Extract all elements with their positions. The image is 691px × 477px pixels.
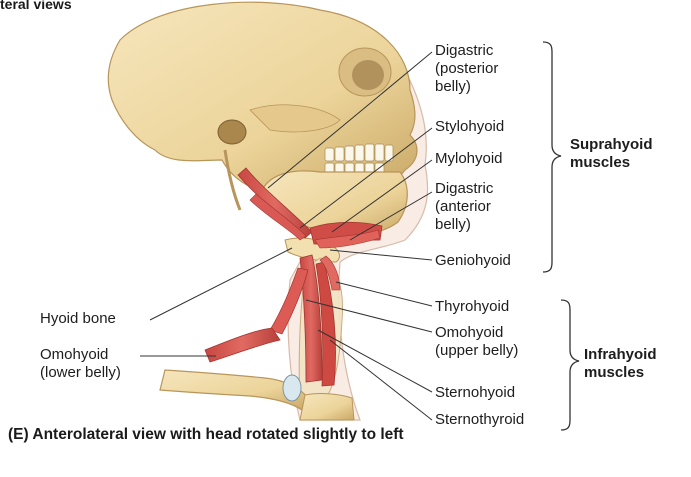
- group-line: muscles: [570, 154, 653, 172]
- label-line: (posterior: [435, 60, 498, 78]
- suprahyoid-bracket: [543, 42, 561, 272]
- group-line: muscles: [584, 364, 657, 382]
- label-omohyoid-upper: Omohyoid (upper belly): [435, 324, 518, 360]
- label-thyrohyoid: Thyrohyoid: [435, 298, 509, 316]
- teeth-shape: [325, 144, 393, 176]
- label-digastric-posterior: Digastric (posterior belly): [435, 42, 498, 96]
- label-digastric-anterior: Digastric (anterior belly): [435, 180, 493, 234]
- label-hyoid-bone: Hyoid bone: [40, 310, 116, 328]
- label-line: belly): [435, 78, 498, 96]
- label-sternothyroid: Sternothyroid: [435, 411, 524, 429]
- group-infrahyoid: Infrahyoid muscles: [584, 346, 657, 382]
- label-line: Omohyoid: [435, 324, 518, 342]
- omohyoid-lower-shape: [205, 328, 280, 362]
- infrahyoid-bracket: [561, 300, 579, 430]
- label-sternohyoid: Sternohyoid: [435, 384, 515, 402]
- label-stylohyoid: Stylohyoid: [435, 118, 504, 136]
- skull-shape: [108, 2, 417, 191]
- label-line: (lower belly): [40, 364, 121, 382]
- label-line: (anterior: [435, 198, 493, 216]
- label-line: Omohyoid: [40, 346, 121, 364]
- label-geniohyoid: Geniohyoid: [435, 252, 511, 270]
- group-line: Infrahyoid: [584, 346, 657, 364]
- label-mylohyoid: Mylohyoid: [435, 150, 503, 168]
- group-line: Suprahyoid: [570, 136, 653, 154]
- label-line: Digastric: [435, 42, 498, 60]
- label-line: belly): [435, 216, 493, 234]
- label-line: (upper belly): [435, 342, 518, 360]
- figure-caption: (E) Anterolateral view with head rotated…: [8, 426, 404, 444]
- figure-title-fragment: teral views: [0, 0, 72, 12]
- label-line: Digastric: [435, 180, 493, 198]
- label-omohyoid-lower: Omohyoid (lower belly): [40, 346, 121, 382]
- group-suprahyoid: Suprahyoid muscles: [570, 136, 653, 172]
